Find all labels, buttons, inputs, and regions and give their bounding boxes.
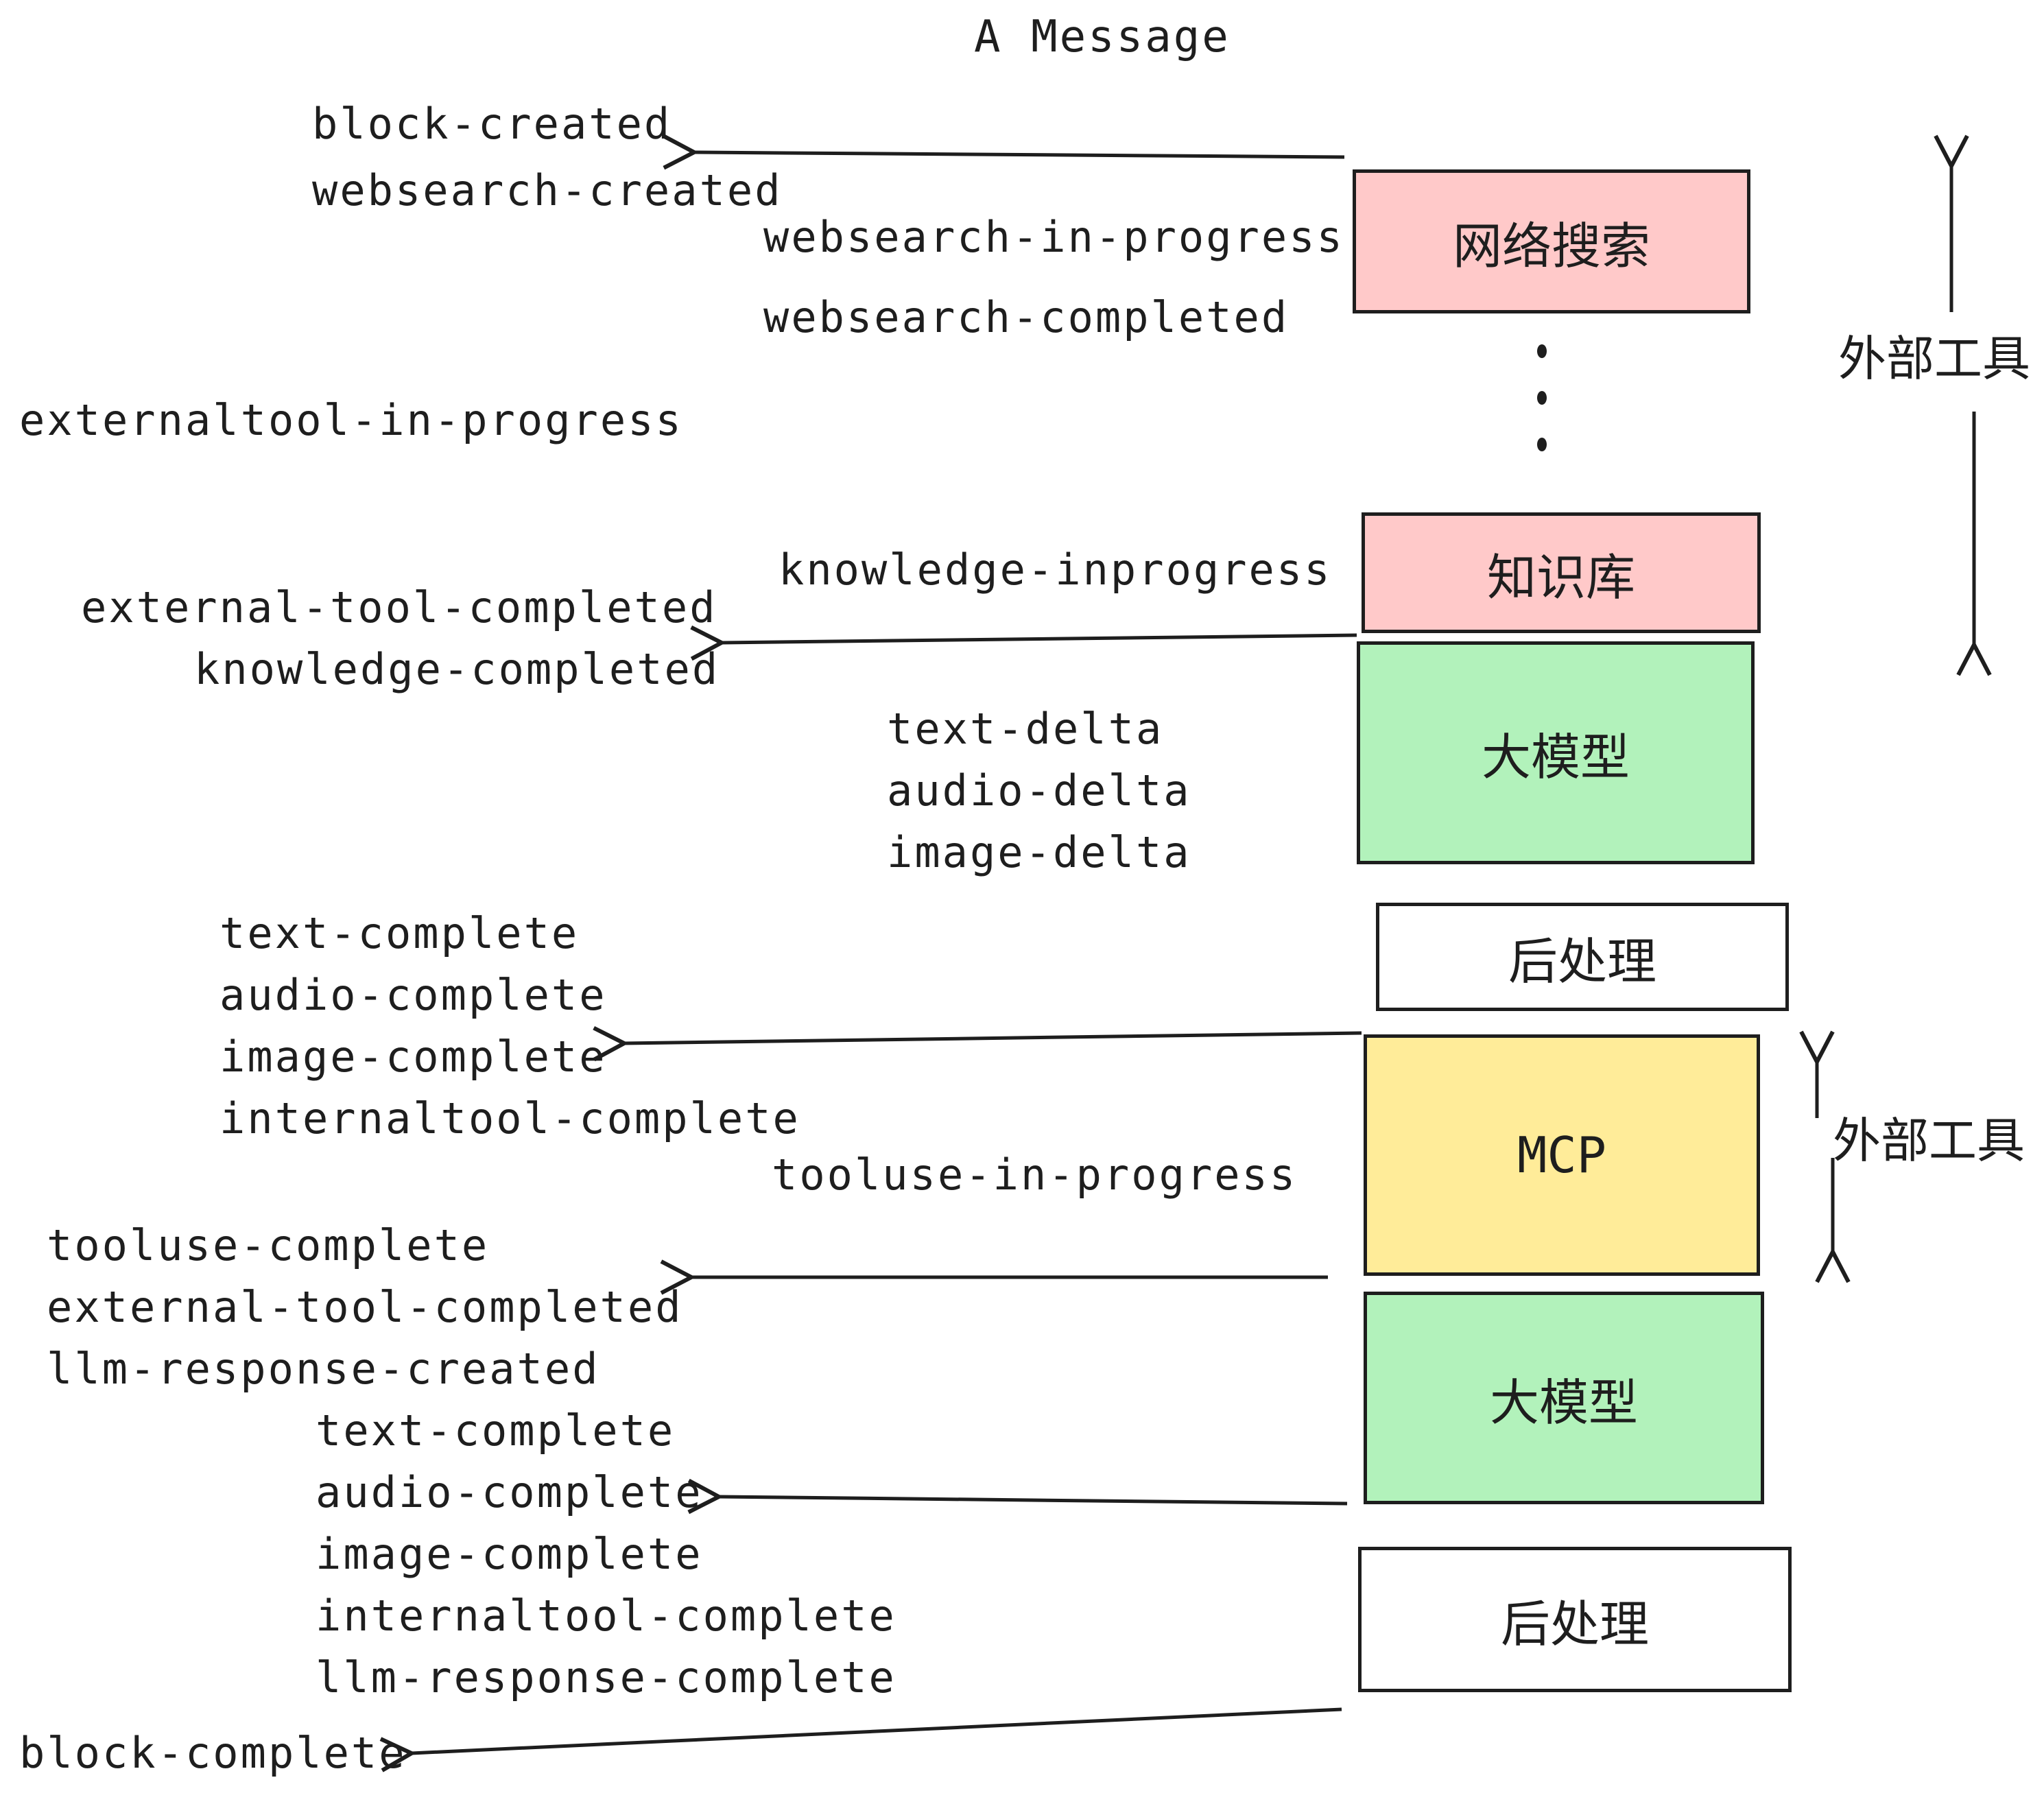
event-websearch-in-progress: websearch-in-progress — [763, 212, 1344, 262]
box-websearch: 网络搜索 — [1353, 169, 1750, 313]
event-tooluse-complete: tooluse-complete — [47, 1220, 490, 1270]
box-label: 网络搜索 — [1452, 217, 1650, 275]
ellipsis-dot — [1537, 438, 1547, 451]
arrow-knowledge-completed — [690, 625, 1357, 661]
event-internaltool-complete-2: internaltool-complete — [316, 1591, 896, 1641]
box-label: 大模型 — [1489, 1373, 1638, 1432]
box-postprocess-1: 后处理 — [1376, 903, 1789, 1011]
event-audio-complete-2: audio-complete — [316, 1467, 703, 1517]
box-label: MCP — [1517, 1126, 1607, 1184]
event-external-tool-completed: external-tool-completed — [81, 582, 717, 632]
event-internaltool-complete: internaltool-complete — [219, 1093, 800, 1143]
event-tooluse-in-progress: tooluse-in-progress — [772, 1150, 1298, 1200]
arrow-audio-complete — [687, 1478, 1348, 1515]
event-audio-complete: audio-complete — [219, 970, 607, 1020]
event-llm-response-complete: llm-response-complete — [316, 1652, 896, 1702]
box-llm-1: 大模型 — [1357, 641, 1755, 864]
ellipsis-dot — [1537, 344, 1547, 358]
event-external-tool-completed-2: external-tool-completed — [47, 1282, 683, 1332]
ellipsis-dot — [1537, 391, 1547, 405]
side-label-external-tools-2: 外部工具 — [1833, 1113, 2025, 1169]
diagram-title: A Message — [974, 12, 1231, 62]
event-text-complete-2: text-complete — [316, 1405, 676, 1456]
event-externaltool-in-progress: externaltool-in-progress — [19, 395, 683, 445]
event-audio-delta: audio-delta — [887, 765, 1191, 816]
box-label: 大模型 — [1481, 728, 1630, 786]
box-knowledge: 知识库 — [1362, 512, 1761, 633]
event-text-delta: text-delta — [887, 704, 1164, 754]
event-knowledge-inprogress: knowledge-inprogress — [779, 545, 1332, 595]
event-websearch-completed: websearch-completed — [763, 292, 1290, 342]
event-knowledge-completed: knowledge-completed — [194, 644, 720, 694]
box-mcp: MCP — [1364, 1034, 1760, 1276]
box-label: 知识库 — [1486, 548, 1635, 606]
box-label: 后处理 — [1500, 1595, 1649, 1653]
box-llm-2: 大模型 — [1364, 1292, 1764, 1504]
arrow-image-complete — [593, 1025, 1362, 1062]
event-image-complete: image-complete — [219, 1032, 607, 1082]
side-label-external-tools-1: 外部工具 — [1838, 331, 2030, 387]
arrow-block-created — [663, 134, 1345, 170]
event-llm-response-created: llm-response-created — [47, 1344, 600, 1394]
event-websearch-created: websearch-created — [312, 165, 783, 215]
arrow-block-complete — [379, 1707, 1342, 1772]
event-block-created: block-created — [312, 99, 672, 149]
box-postprocess-2: 后处理 — [1358, 1547, 1792, 1692]
event-image-delta: image-delta — [887, 827, 1191, 877]
event-block-complete: block-complete — [19, 1728, 407, 1778]
box-label: 后处理 — [1508, 932, 1656, 990]
event-text-complete: text-complete — [219, 908, 580, 958]
event-image-complete-2: image-complete — [316, 1529, 703, 1579]
